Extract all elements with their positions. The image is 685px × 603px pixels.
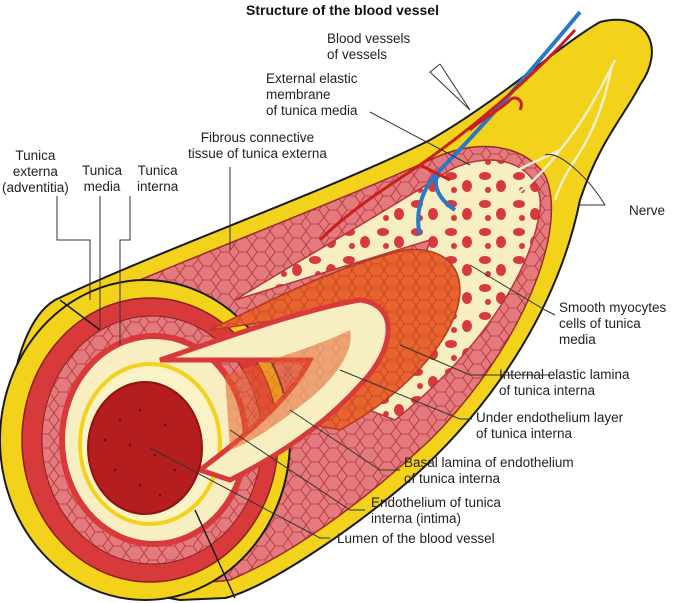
label-lumen: Lumen of the blood vessel	[337, 531, 495, 546]
label-tunica-interna: Tunica interna	[137, 163, 179, 194]
label-internal-elastic: Internal elastic lamina of tunica intern…	[499, 367, 630, 398]
label-basal-lamina: Basal lamina of endothelium of tunica in…	[404, 455, 574, 486]
label-under-endothelium: Under endothelium layer of tunica intern…	[476, 410, 624, 441]
label-fibrous-tissue: Fibrous connective tissue of tunica exte…	[188, 130, 327, 161]
lumen	[87, 381, 203, 515]
label-tunica-media: Tunica media	[82, 163, 123, 194]
label-endothelium: Endothelium of tunica interna (intima)	[371, 495, 501, 526]
lumen-dots	[103, 408, 177, 497]
vasa-vasorum-artery	[318, 28, 577, 242]
label-tunica-externa: Tunica externa (adventitia)	[2, 148, 69, 195]
cut-seam-lines	[59, 299, 236, 599]
label-nerve: Nerve	[629, 203, 666, 218]
label-external-elastic: External elastic membrane of tunica medi…	[266, 71, 358, 118]
leader-lines	[56, 63, 606, 539]
endothelium-cells	[225, 330, 351, 450]
diagram-title: Structure of the blood vessel	[246, 2, 439, 18]
nerve-fibers	[509, 59, 617, 201]
label-smooth-myocytes: Smooth myocytes cells of tunica media	[559, 300, 667, 347]
label-vasa-vasorum: Blood vessels of vessels	[327, 31, 411, 62]
